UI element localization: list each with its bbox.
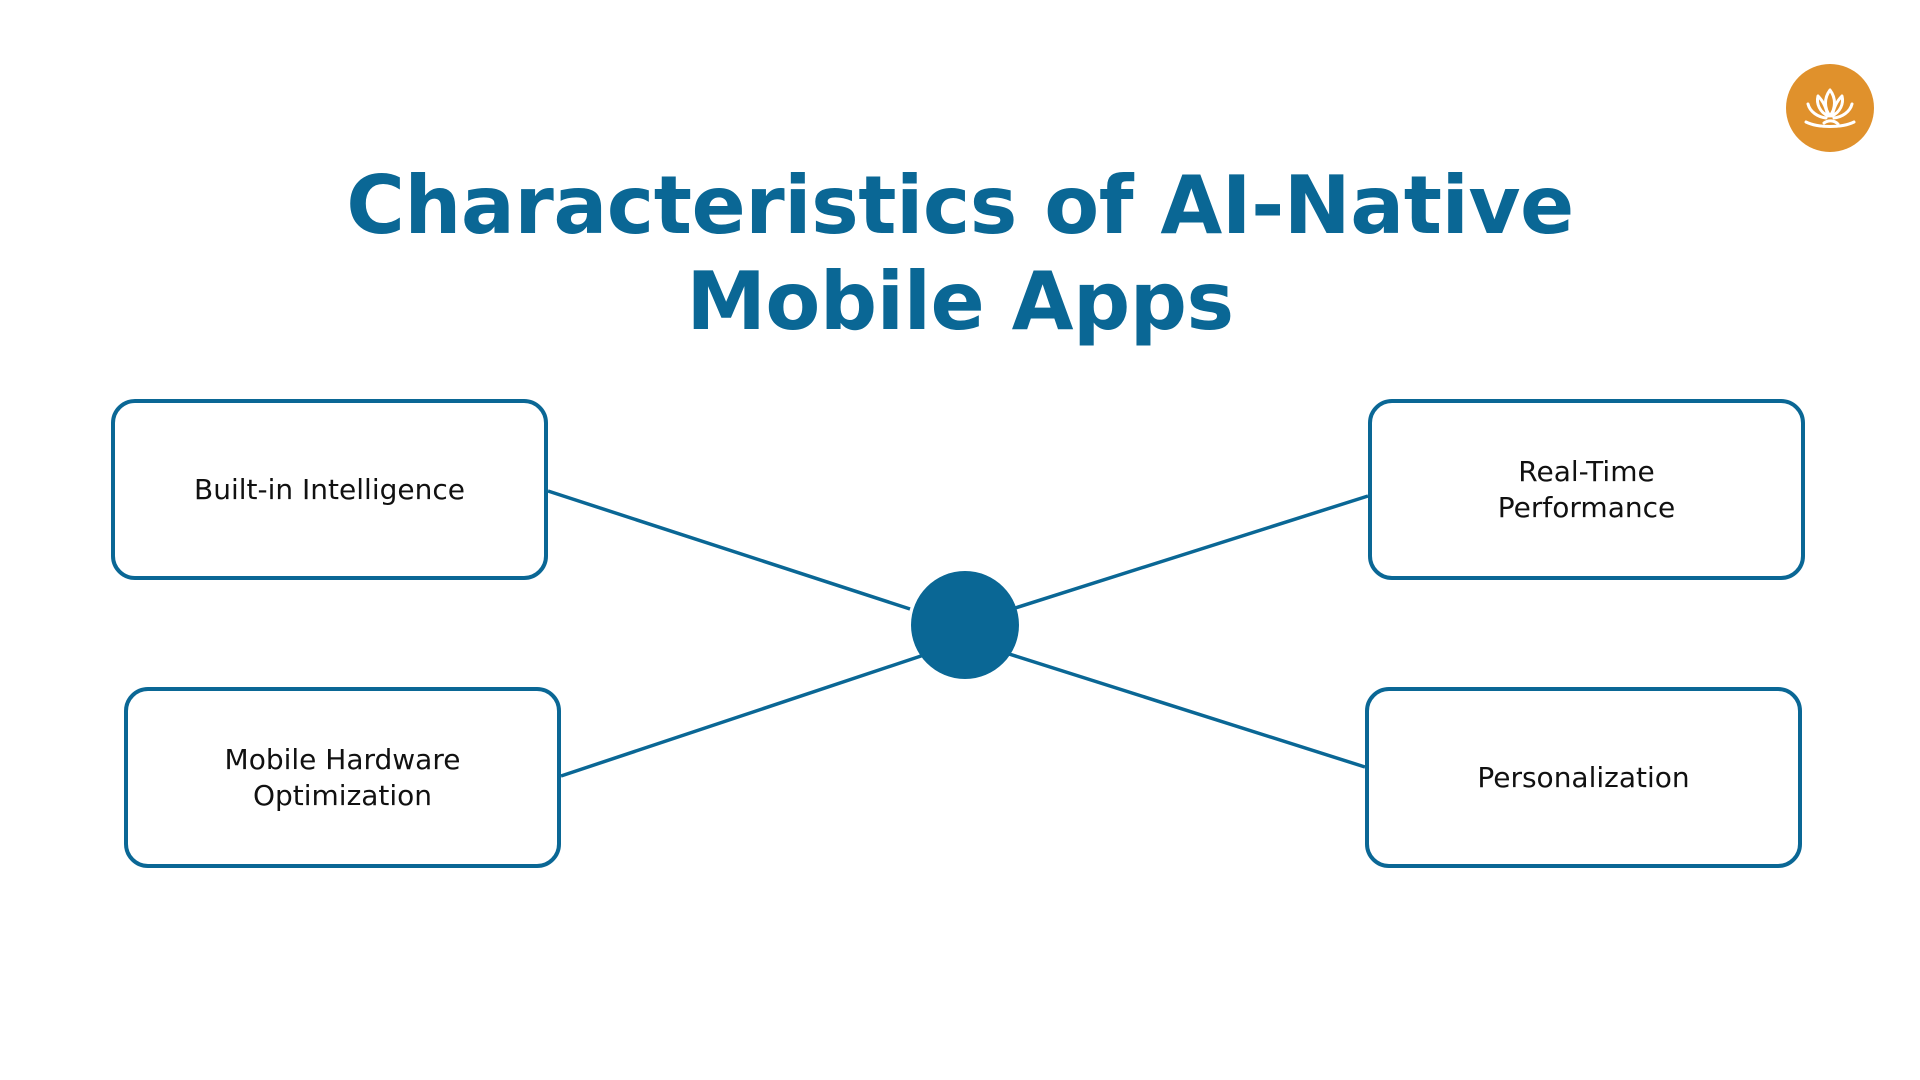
node-real-time-performance: Real-Time Performance [1368, 399, 1805, 580]
node-personalization: Personalization [1365, 687, 1802, 868]
lotus-icon [1804, 88, 1856, 128]
center-hub [911, 571, 1019, 679]
connector-bottom-right [1005, 651, 1366, 769]
connector-top-right [1011, 494, 1369, 611]
connector-top-left [547, 489, 911, 611]
node-mobile-hardware-optimization: Mobile Hardware Optimization [124, 687, 561, 868]
lotus-logo-icon [1786, 64, 1874, 152]
page-title-line-2: Mobile Apps [686, 254, 1234, 348]
node-label: Built-in Intelligence [194, 472, 465, 506]
node-label: Real-Time Performance [1497, 454, 1676, 524]
page-title-line-1: Characteristics of AI-Native [346, 158, 1574, 252]
node-built-in-intelligence: Built-in Intelligence [111, 399, 548, 580]
page-title: Characteristics of AI-Native Mobile Apps [0, 158, 1920, 350]
node-label: Mobile Hardware Optimization [224, 742, 461, 812]
connector-bottom-left [560, 653, 925, 778]
node-label: Personalization [1477, 760, 1690, 794]
